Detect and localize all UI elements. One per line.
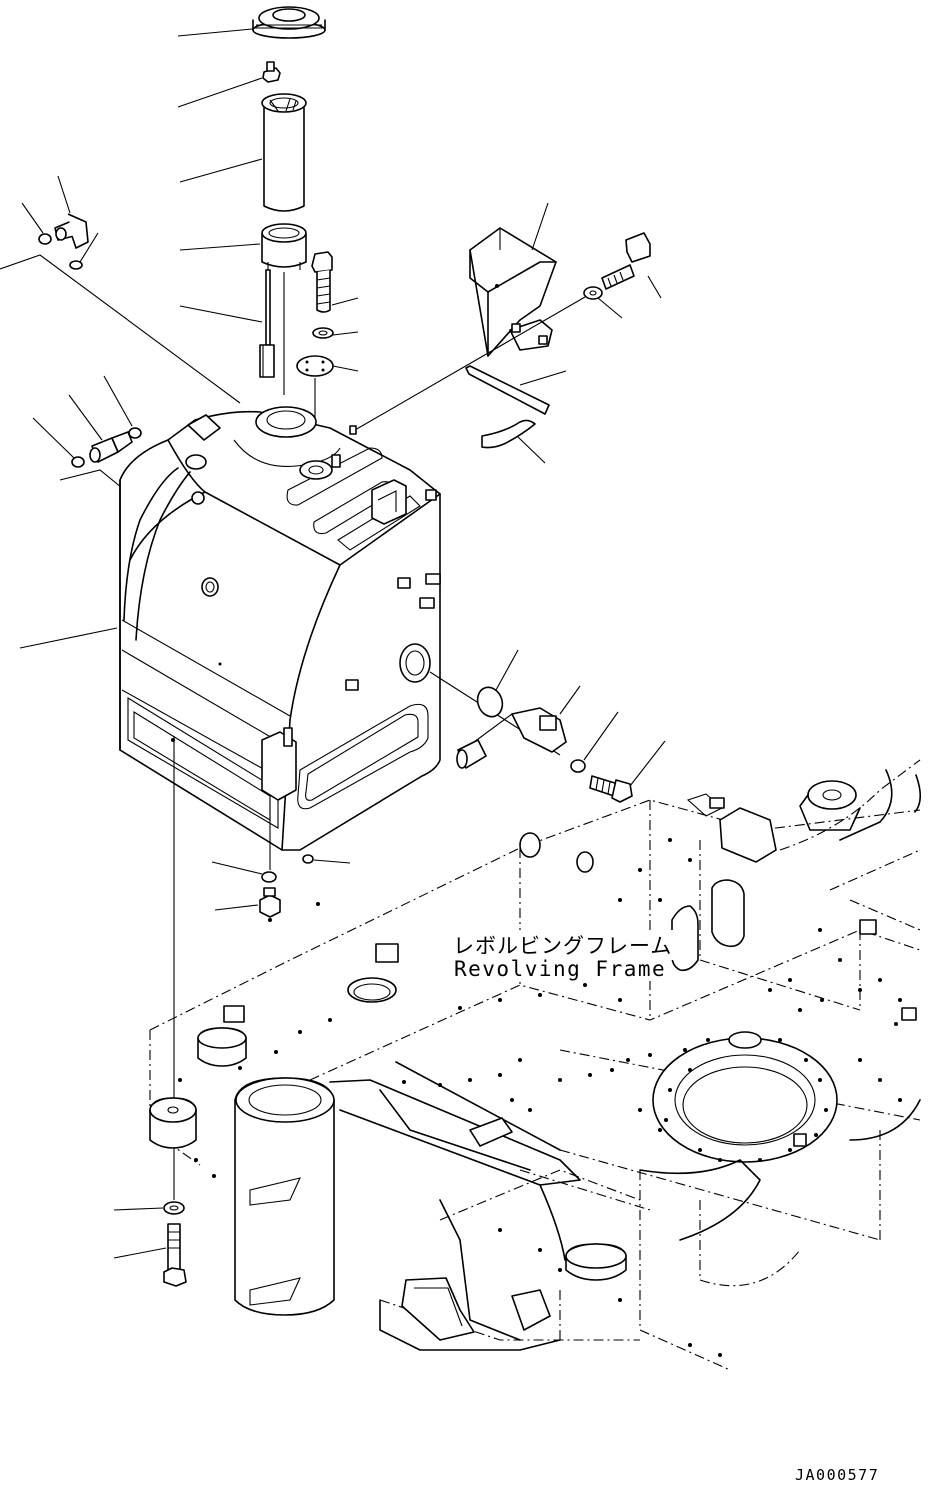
mount-washer [163,1201,185,1215]
drain-o-ring [261,854,314,883]
axis-cover [354,296,586,431]
washer [312,327,334,339]
cushion [481,419,536,449]
leader-filler-neck [179,243,261,251]
leader-level-rod [179,305,263,323]
leader-drain-plug [214,904,259,911]
strap [465,365,550,415]
leader-o-ring-3 [32,417,75,459]
elbow [54,213,89,249]
bolt [311,251,333,313]
leader-drain-o-ring [211,861,263,875]
leader-elbow [57,175,71,214]
sensor-o-ring [476,686,504,718]
level-sensor [456,707,567,769]
connector [71,427,142,468]
sensor-washer [570,759,586,773]
frame-label-english: Revolving Frame [451,957,670,981]
leader-sensor-washer [583,711,619,761]
leader-bolt [331,297,359,306]
leader-cover [531,202,549,251]
leader-o-ring-1 [21,202,44,234]
filler-neck [261,223,307,270]
bolt-cover [601,232,651,290]
filler-cap [252,6,326,39]
leader-elbow-group [0,254,241,404]
leader-o-ring-2 [79,232,99,263]
leader-filler-cap [177,28,253,37]
leader-sensor-o-ring [495,649,519,691]
leader-strap [519,370,567,386]
leader-plate [332,365,359,372]
cap-key [262,61,281,83]
leader-washer-cover [597,297,623,319]
washer-cover [583,286,603,300]
leader-o-ring-4 [103,375,133,427]
leader-connector [68,394,103,441]
fuel-tank [119,406,441,851]
leader-level-sensor [559,685,581,715]
leader-sensor-bolt [629,740,666,787]
leader-mount-bolt [113,1247,167,1259]
drawing-number: JA000577 [793,1466,882,1484]
leader-o-ring-5 [313,859,351,864]
drain-plug [259,887,281,918]
leader-cap-key [177,77,263,108]
leader-washer [332,331,359,336]
o-ring-elbow [38,233,83,270]
leader-mount-washer [113,1207,164,1211]
leader-strainer [179,158,263,183]
leader-fuel-tank [19,627,118,649]
revolving-frame [149,759,922,1371]
frame-holes [178,838,902,1357]
frame-label-japanese: レボルビングフレーム [450,930,676,960]
cover [469,227,557,357]
level-rod [259,269,275,378]
sensor-bolt [589,775,633,803]
strainer [261,93,307,212]
leader-cushion [517,436,546,464]
plate [296,355,334,377]
mount-bolt [163,1223,187,1287]
leader-bolt-cover [647,275,662,299]
